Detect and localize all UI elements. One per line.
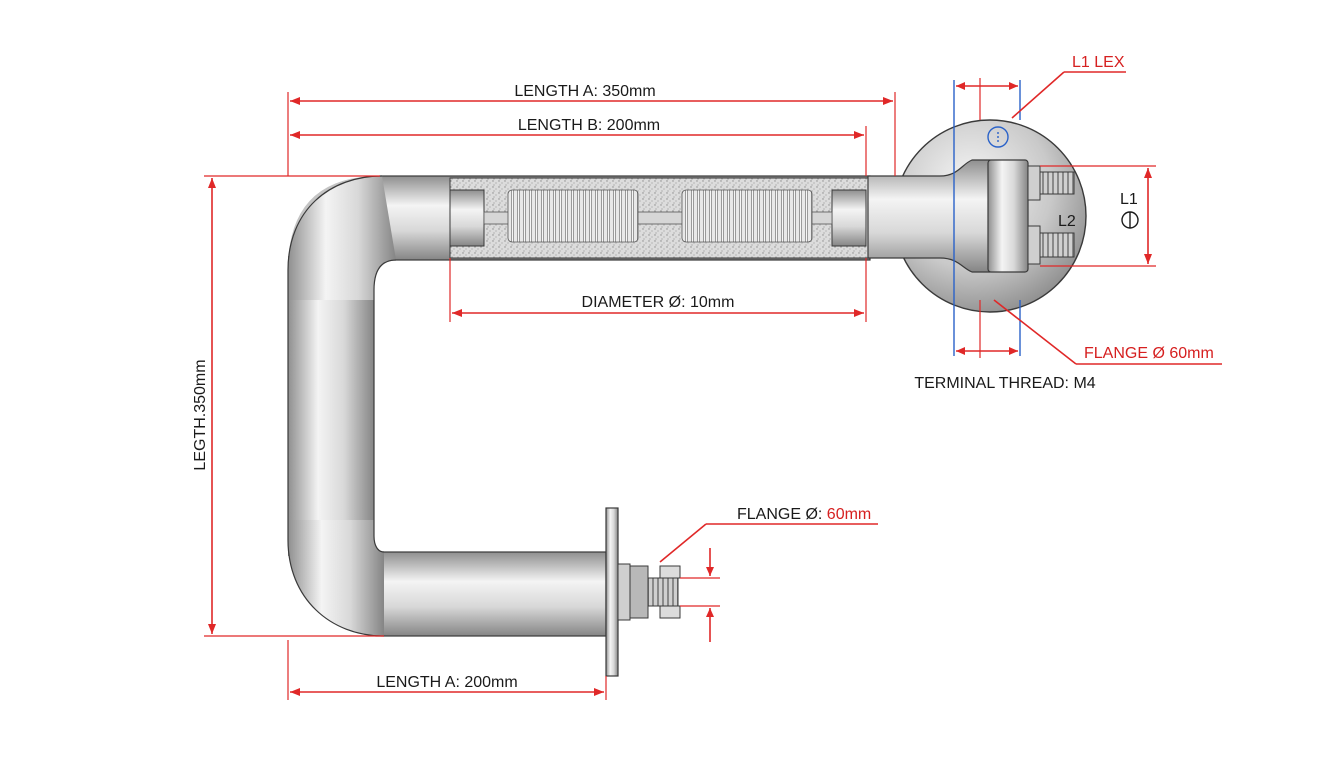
- label-length-a-top: LENGTH A: 350mm: [514, 83, 655, 100]
- label-flange-small-prefix: FLANGE Ø:: [737, 506, 827, 523]
- label-l1: L1: [1120, 191, 1138, 208]
- bottom-flange: [605, 507, 681, 677]
- label-l2: L2: [1058, 213, 1076, 230]
- terminal-l1-thread: [1039, 171, 1075, 195]
- cutaway-section: [449, 177, 869, 259]
- terminal-l2-thread: [1039, 232, 1075, 258]
- labels: LENGTH A: 350mm LENGTH B: 200mm DIAMETER…: [192, 54, 1214, 691]
- tube-vertical-run: [288, 256, 374, 556]
- label-l1-lex: L1 LEX: [1072, 54, 1125, 71]
- label-flange-small: FLANGE Ø: 60mm: [737, 506, 871, 523]
- terminal-head: [867, 80, 1139, 356]
- mounting-hole-icon: [987, 126, 1009, 148]
- label-length-a-bottom: LENGTH A: 200mm: [376, 674, 517, 691]
- heating-coil-2: [681, 189, 813, 243]
- label-flange-large: FLANGE Ø 60mm: [1084, 345, 1214, 362]
- label-flange-small-value: 60mm: [827, 506, 871, 523]
- label-length-b: LENGTH B: 200mm: [518, 117, 660, 134]
- label-terminal-thread: TERMINAL THREAD: M4: [914, 375, 1095, 392]
- label-diameter: DIAMETER Ø: 10mm: [582, 294, 735, 311]
- heating-coil-1: [507, 189, 639, 243]
- label-length-vertical: LEGTH.350mm: [192, 359, 209, 470]
- dimension-lines: [204, 71, 1222, 700]
- tube-bottom-run: [375, 551, 607, 637]
